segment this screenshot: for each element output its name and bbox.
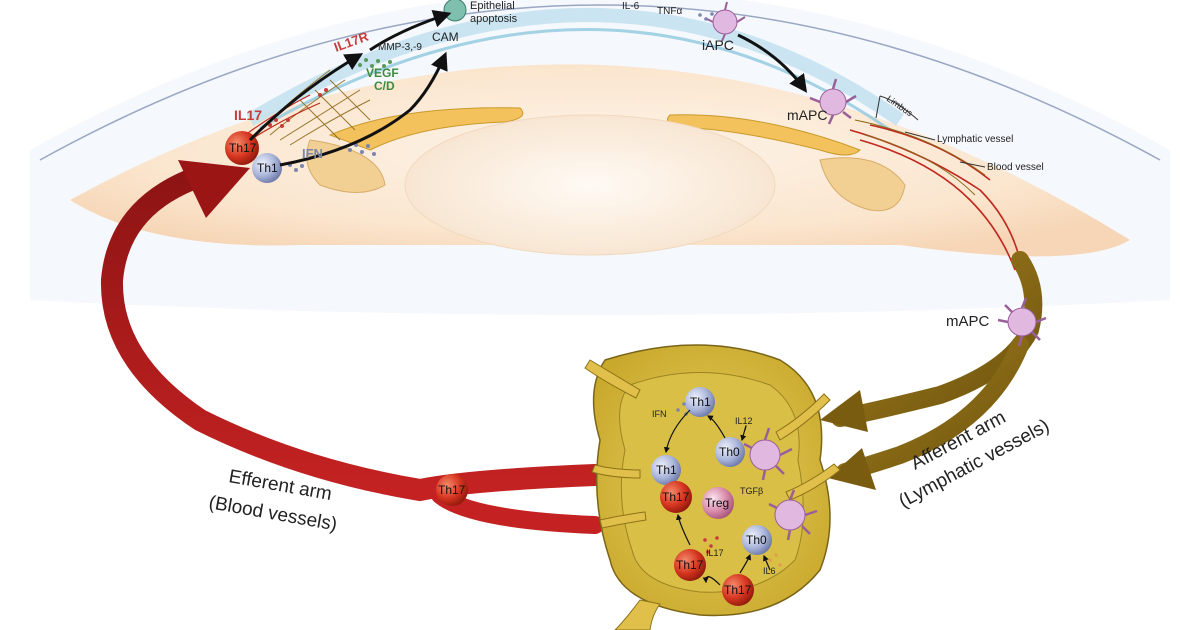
mapc-cornea-cell xyxy=(809,78,857,125)
th17-vessel-cell xyxy=(436,474,468,506)
label-th0-bottom: Th0 xyxy=(746,533,767,547)
th17-bl-cell xyxy=(674,549,706,581)
th1-top-cell xyxy=(685,387,715,417)
label-lymphatic-vessel: Lymphatic vessel xyxy=(937,134,1013,145)
label-mapc-cornea: mAPC xyxy=(787,107,827,123)
afferent-arrowhead-top xyxy=(820,390,868,432)
treg-cell xyxy=(702,487,734,519)
label-il17-top: IL17 xyxy=(234,107,262,123)
label-ifn-cornea: IFN xyxy=(302,146,323,161)
label-il17-node: IL17 xyxy=(706,548,724,558)
th17-br-cell xyxy=(722,574,754,606)
label-th17-vessel: Th17 xyxy=(438,483,466,497)
mapc-lymph-cell xyxy=(997,297,1047,347)
label-blood-vessel: Blood vessel xyxy=(987,162,1044,173)
epithelial-cell xyxy=(443,0,467,22)
label-th0-top: Th0 xyxy=(719,445,740,459)
label-iapc: iAPC xyxy=(702,37,734,53)
th17-mid-cell xyxy=(660,481,692,513)
th1-mid-cell xyxy=(651,455,681,485)
label-ifn-node: IFN xyxy=(652,409,667,419)
label-mmp: MMP-3,-9 xyxy=(378,42,422,53)
il17-dots xyxy=(268,88,328,128)
dendritic-cell-top xyxy=(743,427,793,481)
afferent-arm xyxy=(820,251,1043,490)
label-vegf-2: C/D xyxy=(374,79,395,93)
th0-bottom-cell xyxy=(742,525,772,555)
th1-cornea-cell xyxy=(252,153,282,183)
lymphatic-pointer xyxy=(904,131,936,141)
label-th1-mid: Th1 xyxy=(656,463,677,477)
label-th1-cornea: Th1 xyxy=(257,161,278,175)
lymph-node-cells xyxy=(651,387,818,606)
label-th1-top: Th1 xyxy=(690,395,711,409)
label-th17-cornea: Th17 xyxy=(229,141,257,155)
blood-vessel-pointer xyxy=(959,161,986,168)
label-il12: IL12 xyxy=(735,416,753,426)
label-epithelial-apoptosis-1: Epithelial xyxy=(470,0,515,12)
eye-anterior-segment xyxy=(30,0,1170,315)
label-th17-br: Th17 xyxy=(724,583,752,597)
efferent-arrowhead xyxy=(178,160,250,218)
cornea-arrows xyxy=(248,10,808,167)
afferent-arrowhead-bottom xyxy=(828,448,876,490)
label-vegf-1: VEGF xyxy=(366,66,399,80)
iapc-cell xyxy=(704,1,746,42)
label-th17-bl: Th17 xyxy=(676,558,704,572)
label-il6: IL-6 xyxy=(622,1,640,12)
dendritic-cell-bottom xyxy=(768,489,818,541)
cytokine-dots xyxy=(288,12,714,172)
label-tgfb: TGFβ xyxy=(740,486,763,496)
label-th17-mid: Th17 xyxy=(662,490,690,504)
label-treg: Treg xyxy=(705,496,729,510)
label-mapc-lymph: mAPC xyxy=(946,313,990,330)
label-cam: CAM xyxy=(432,30,459,44)
limbal-vessels-left xyxy=(259,69,371,146)
label-il6-node: IL6 xyxy=(763,566,776,576)
limbus-bracket xyxy=(875,95,919,121)
label-tnf: TNFα xyxy=(657,6,682,17)
lymphatic-vessels-right xyxy=(854,119,986,196)
label-epithelial-apoptosis-2: apoptosis xyxy=(470,13,518,25)
lymph-node xyxy=(584,344,841,630)
th0-top-cell xyxy=(715,437,745,467)
